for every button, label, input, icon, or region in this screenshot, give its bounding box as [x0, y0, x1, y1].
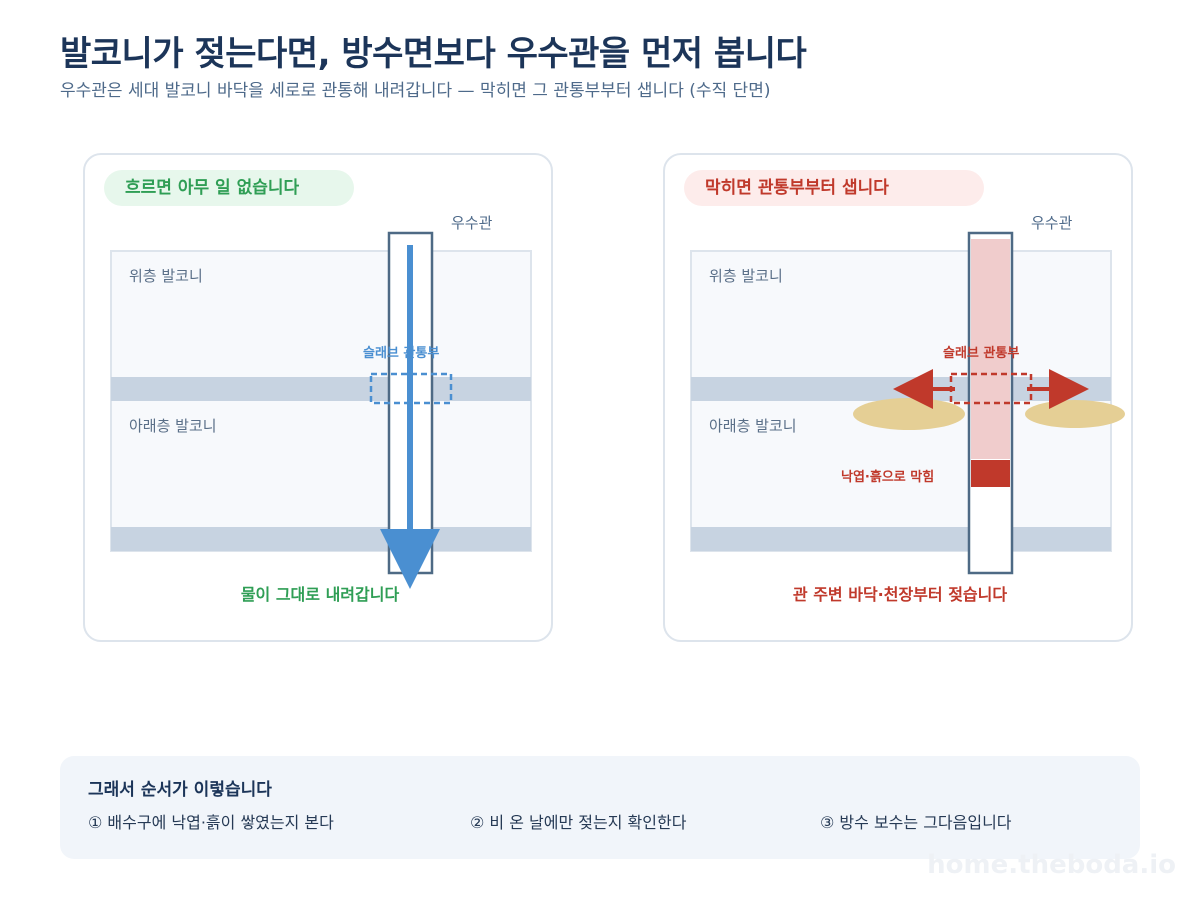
flowing-section-diagram — [110, 231, 532, 589]
upper-slab — [111, 377, 531, 401]
panel-flowing: 흐르면 아무 일 없습니다 우수관 위층 발코니 슬래브 관통부 아래층 발코니… — [83, 153, 553, 642]
page-subtitle: 우수관은 세대 발코니 바닥을 세로로 관통해 내려갑니다 — 막히면 그 관통… — [60, 81, 771, 101]
summary-step-3: ③ 방수 보수는 그다음입니다 — [820, 813, 1012, 832]
upper-floor-label: 위층 발코니 — [709, 267, 783, 285]
backed-up-water — [971, 239, 1010, 459]
watermark: home.theboda.io — [927, 850, 1176, 880]
status-badge-flowing: 흐르면 아무 일 없습니다 — [104, 170, 354, 206]
lower-floor-label: 아래층 발코니 — [129, 417, 217, 435]
sleeve-label: 슬래브 관통부 — [363, 346, 440, 361]
leak-stain-left — [853, 398, 965, 430]
leak-stain-right — [1025, 400, 1125, 428]
summary-title: 그래서 순서가 이렇습니다 — [88, 780, 272, 800]
pipe-label: 우수관 — [1031, 214, 1073, 232]
lower-slab — [691, 527, 1111, 551]
upper-floor-label: 위층 발코니 — [129, 267, 203, 285]
caption-blocked: 관 주변 바닥·천장부터 젖습니다 — [792, 585, 1008, 604]
blockage-label: 낙엽·흙으로 막힘 — [841, 470, 935, 485]
blocked-section-diagram — [690, 231, 1125, 575]
summary-box: 그래서 순서가 이렇습니다 ① 배수구에 낙엽·흙이 쌓였는지 본다 ② 비 온… — [60, 756, 1140, 859]
page-title: 발코니가 젖는다면, 방수면보다 우수관을 먼저 봅니다 — [60, 34, 807, 74]
summary-step-1: ① 배수구에 낙엽·흙이 쌓였는지 본다 — [88, 813, 334, 832]
sleeve-label: 슬래브 관통부 — [943, 346, 1020, 361]
summary-step-2: ② 비 온 날에만 젖는지 확인한다 — [470, 813, 687, 832]
lower-slab — [111, 527, 531, 551]
blockage — [971, 460, 1010, 487]
lower-floor-label: 아래층 발코니 — [709, 417, 797, 435]
caption-flowing: 물이 그대로 내려갑니다 — [240, 585, 400, 604]
pipe-label: 우수관 — [451, 214, 493, 232]
status-badge-blocked: 막히면 관통부부터 샙니다 — [684, 170, 984, 206]
panel-blocked: 막히면 관통부부터 샙니다 우수관 위층 발코니 슬래브 관통부 아래층 발코니… — [663, 153, 1133, 642]
